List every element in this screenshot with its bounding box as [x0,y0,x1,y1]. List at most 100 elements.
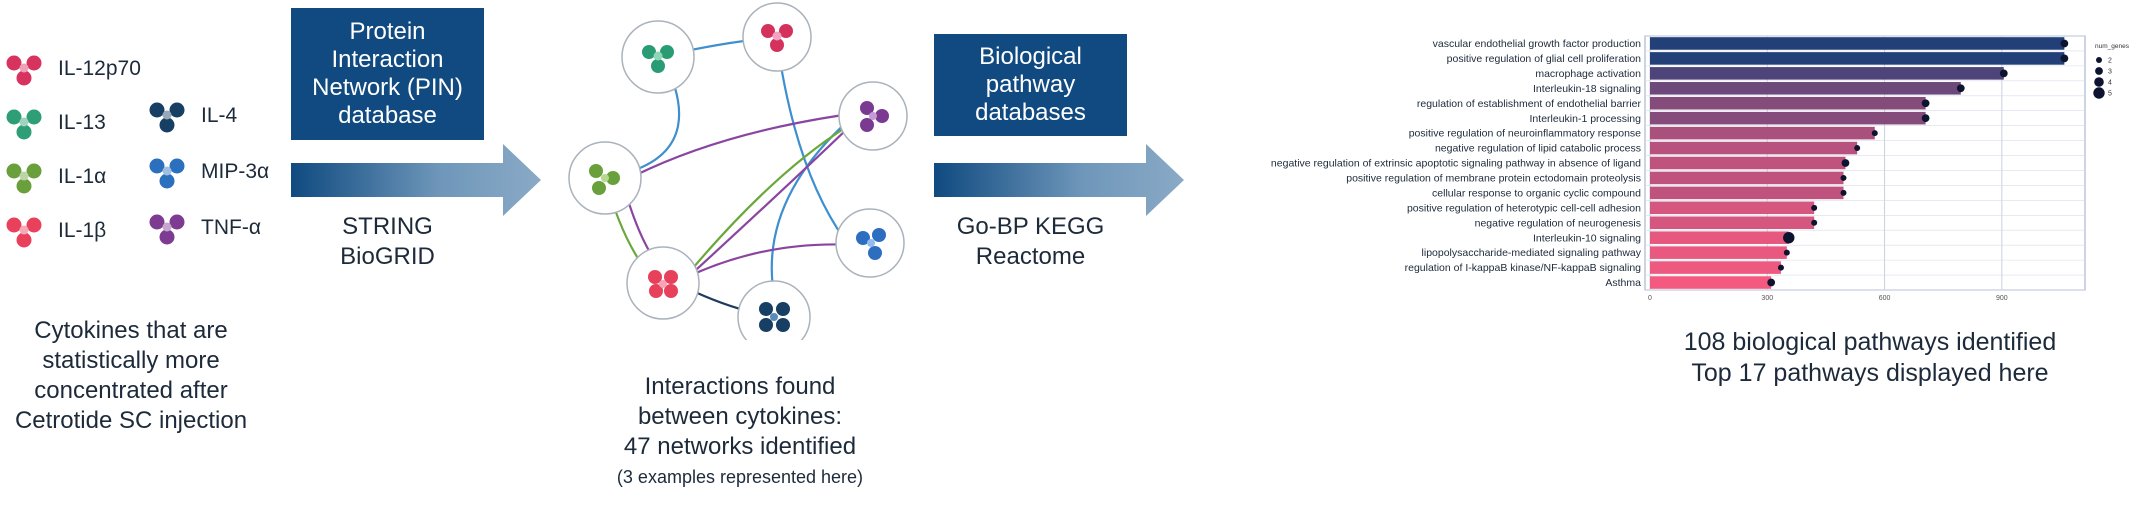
cytokine-label: IL-4 [201,104,238,127]
bar [1650,231,1789,244]
category-label: regulation of establishment of endotheli… [1417,98,1642,110]
cytokine-label: TNF-α [201,216,261,239]
node-il1b-group [626,246,700,320]
source-line: Go-BP KEGG [956,213,1105,240]
pathway-sources: Go-BP KEGG Reactome [934,212,1127,272]
category-label: regulation of I-kappaB kinase/NF-kappaB … [1405,262,1642,274]
node-mip3a-group [835,208,905,278]
bar [1650,201,1815,215]
category-label: negative regulation of extrinsic apoptot… [1271,158,1641,170]
interaction-edge [684,243,856,279]
gene-count-dot [1811,204,1818,211]
bar [1650,111,1926,125]
gene-count-dot [1921,114,1930,123]
gene-count-dot [1840,174,1847,181]
gene-count-dot [2060,54,2069,63]
cytokine-caption-line: concentrated after [34,377,228,404]
node-tnf-group [838,81,908,151]
bar [1650,67,2004,80]
gene-count-dot [1840,189,1847,196]
tick-label: 900 [1996,295,2008,300]
pin-database-box: Protein Interaction Network (PIN) databa… [291,8,484,140]
interaction-edge [770,111,859,301]
category-label: negative regulation of neurogenesis [1475,217,1641,229]
pin-sources: STRING BioGRID [291,212,484,272]
cytokine-cluster-icon [6,217,42,248]
category-label: Interleukin-1 processing [1530,113,1642,125]
tick-label: 300 [1761,295,1773,300]
gene-count-dot [1999,69,2008,78]
cytokine-caption-line: statistically more [42,347,220,374]
legend-label: 2 [2108,58,2112,65]
gene-count-dot [1956,84,1965,93]
cytokine-label: MIP-3α [201,160,270,183]
pathway-bar-chart: vascular endothelial growth factor produ… [1271,35,2129,300]
category-label: positive regulation of membrane protein … [1346,173,1641,185]
bar [1650,52,2065,65]
category-label: vascular endothelial growth factor produ… [1433,38,1642,50]
source-line: Reactome [975,243,1086,270]
network-caption: Interactions found between cytokines: 47… [570,372,910,492]
bar [1650,126,1875,140]
cytokine-caption: Cytokines that are statistically more co… [0,316,262,436]
bar [1650,216,1815,230]
legend-label: 5 [2108,91,2112,98]
gene-count-dot [1841,159,1850,167]
bar [1650,37,2065,50]
network-note: (3 examples represented here) [616,467,864,487]
pin-box-line: Network (PIN) [312,74,463,101]
legend-dot [2093,87,2105,99]
category-label: macrophage activation [1535,68,1641,80]
network-diagram [568,2,908,340]
bar [1650,261,1781,274]
cytokine-item: MIP-3α [145,153,269,191]
pin-box-line: database [338,102,437,129]
cytokine-label: IL-13 [58,111,106,134]
legend-title: num_genes [2095,43,2129,50]
source-line: BioGRID [340,243,435,270]
cytokine-label: IL-12p70 [58,57,141,80]
category-label: Interleukin-10 signaling [1533,232,1641,244]
gene-count-dot [1854,145,1861,152]
cytokine-cluster-icon [149,102,185,133]
cytokine-cluster-icon [6,55,42,86]
bar [1650,171,1844,185]
chart-caption-line: 108 biological pathways identified [1683,328,2057,356]
interaction-edge [629,110,866,179]
cytokine-cluster-icon [6,109,42,140]
tick-label: 600 [1879,295,1891,300]
category-label: Asthma [1605,277,1641,289]
gene-count-dot [1811,219,1818,226]
cytokine-item: IL-13 [2,104,106,142]
node-il1a-group [568,141,642,215]
cytokine-item: TNF-α [145,209,261,247]
gene-count-dot [1767,278,1776,287]
category-label: positive regulation of heterotypic cell-… [1407,202,1641,214]
cytokine-item: IL-12p70 [2,50,141,88]
bar [1650,141,1858,155]
chart-caption: 108 biological pathways identified Top 1… [1640,327,2100,389]
legend-dot [2094,77,2104,87]
gene-count-dot [1783,249,1790,256]
network-caption-line: between cytokines: [637,403,843,430]
legend-label: 3 [2108,69,2112,76]
legend-dot [2096,57,2102,63]
category-label: positive regulation of glial cell prolif… [1447,53,1642,65]
bar [1650,96,1926,110]
cytokine-item: IL-4 [145,97,237,135]
category-label: negative regulation of lipid catabolic p… [1435,143,1641,155]
gene-count-dot [1871,130,1878,137]
cytokine-cluster-icon [149,214,185,245]
bar [1650,246,1787,259]
pathway-box-line: databases [975,99,1086,126]
cytokine-label: IL-1β [58,219,107,242]
category-label: positive regulation of neuroinflammatory… [1409,128,1641,140]
pathway-box-line: Biological [979,43,1082,70]
network-caption-line: Interactions found [644,373,836,400]
gene-count-dot [1783,232,1795,244]
arrow-right-icon [934,144,1184,216]
tick-label: 0 [1648,295,1652,300]
gene-count-dot [1777,264,1784,271]
pathway-database-box: Biological pathway databases [934,34,1127,136]
category-label: cellular response to organic cyclic comp… [1432,187,1641,199]
